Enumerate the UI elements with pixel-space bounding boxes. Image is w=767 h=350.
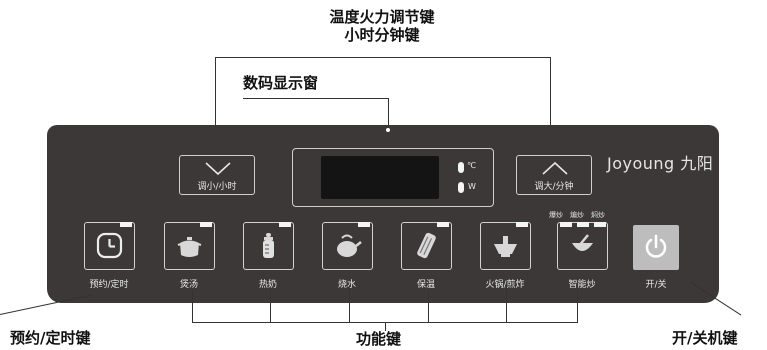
smart-stir-fry-button[interactable] [557,222,608,270]
increase-button[interactable]: 调大/分钟 [516,155,592,195]
stir-fry-led-1 [560,222,572,227]
keep-warm-button[interactable] [401,222,452,270]
timer-key-callout: 预约/定时键 [10,329,91,347]
timer-led [120,222,132,227]
boil-water-led [358,222,370,227]
timer-button[interactable] [84,222,135,270]
milk-led [279,222,291,227]
decrease-button[interactable]: 调小/小时 [179,155,255,195]
chevron-up-icon [542,161,568,175]
timer-callout-leader [0,294,94,315]
celsius-indicator-light [458,162,464,173]
stir-fry-level-label: 爆炒 [549,211,563,219]
function-leader [577,290,578,323]
smart-stir-fry-button-label: 智能炒 [568,280,596,290]
function-leader [192,290,193,323]
soup-pot-icon [177,237,202,257]
hotpot-fry-led [516,222,528,227]
soup-button-label: 煲汤 [179,280,198,290]
increase-button-label: 调大/分钟 [534,182,574,192]
clock-icon [96,232,123,259]
display-leader [388,98,389,126]
adjust-bracket-line [215,57,551,58]
decrease-button-label: 调小/小时 [197,182,237,192]
baby-bottle-icon [263,233,274,258]
power-key-callout: 开/关机键 [672,329,738,347]
milk-button-label: 热奶 [258,280,277,290]
function-keys-callout: 功能键 [356,330,402,348]
stir-fry-led-3 [594,222,606,227]
adjust-right-leader [550,57,551,159]
adjust-keys-callout-line2: 小时分钟键 [344,26,420,44]
keep-warm-led [437,222,449,227]
hotpot-fry-button[interactable] [480,222,531,270]
soup-led [200,222,212,227]
kettle-icon [337,234,362,257]
milk-button[interactable] [243,222,294,270]
stir-fry-level-label: 煸炒 [570,211,584,219]
adjust-keys-callout-line1: 温度火力调节键 [329,8,435,26]
hotpot-icon [494,236,517,257]
hotpot-fry-button-label: 火锅/煎炸 [485,280,525,290]
watt-indicator-label: W [468,182,476,191]
stir-fry-led-2 [577,222,589,227]
function-leader [506,290,507,323]
stir-fry-level-label: 焖炒 [591,211,605,219]
function-leader [428,290,429,323]
thermos-icon [417,232,436,259]
power-icon [645,234,667,258]
adjust-left-leader [215,57,216,159]
display-screen [321,156,439,199]
power-button-label: 开/关 [645,280,667,290]
display-underline [243,98,389,99]
panel-dot [386,128,390,132]
display-window-callout: 数码显示窗 [243,74,319,92]
boil-water-button-label: 烧水 [337,280,356,290]
adjust-keys-callout: 温度火力调节键 小时分钟键 [314,8,450,44]
function-keys-leader [385,322,386,331]
power-button[interactable] [633,225,679,270]
celsius-indicator-label: ℃ [467,161,476,170]
brand-logo: Joyoung 九阳 [607,154,714,173]
control-panel [47,125,719,303]
function-leader [349,290,350,323]
boil-water-button[interactable] [322,222,373,270]
watt-indicator-light [458,182,464,193]
wok-icon [572,234,593,251]
timer-button-label: 预约/定时 [89,280,129,290]
digital-display: ℃ W [292,148,494,207]
function-leader [270,290,271,323]
soup-button[interactable] [164,222,215,270]
chevron-down-icon [205,162,231,176]
keep-warm-button-label: 保温 [416,280,435,290]
function-keys-bracket-line [192,322,577,323]
